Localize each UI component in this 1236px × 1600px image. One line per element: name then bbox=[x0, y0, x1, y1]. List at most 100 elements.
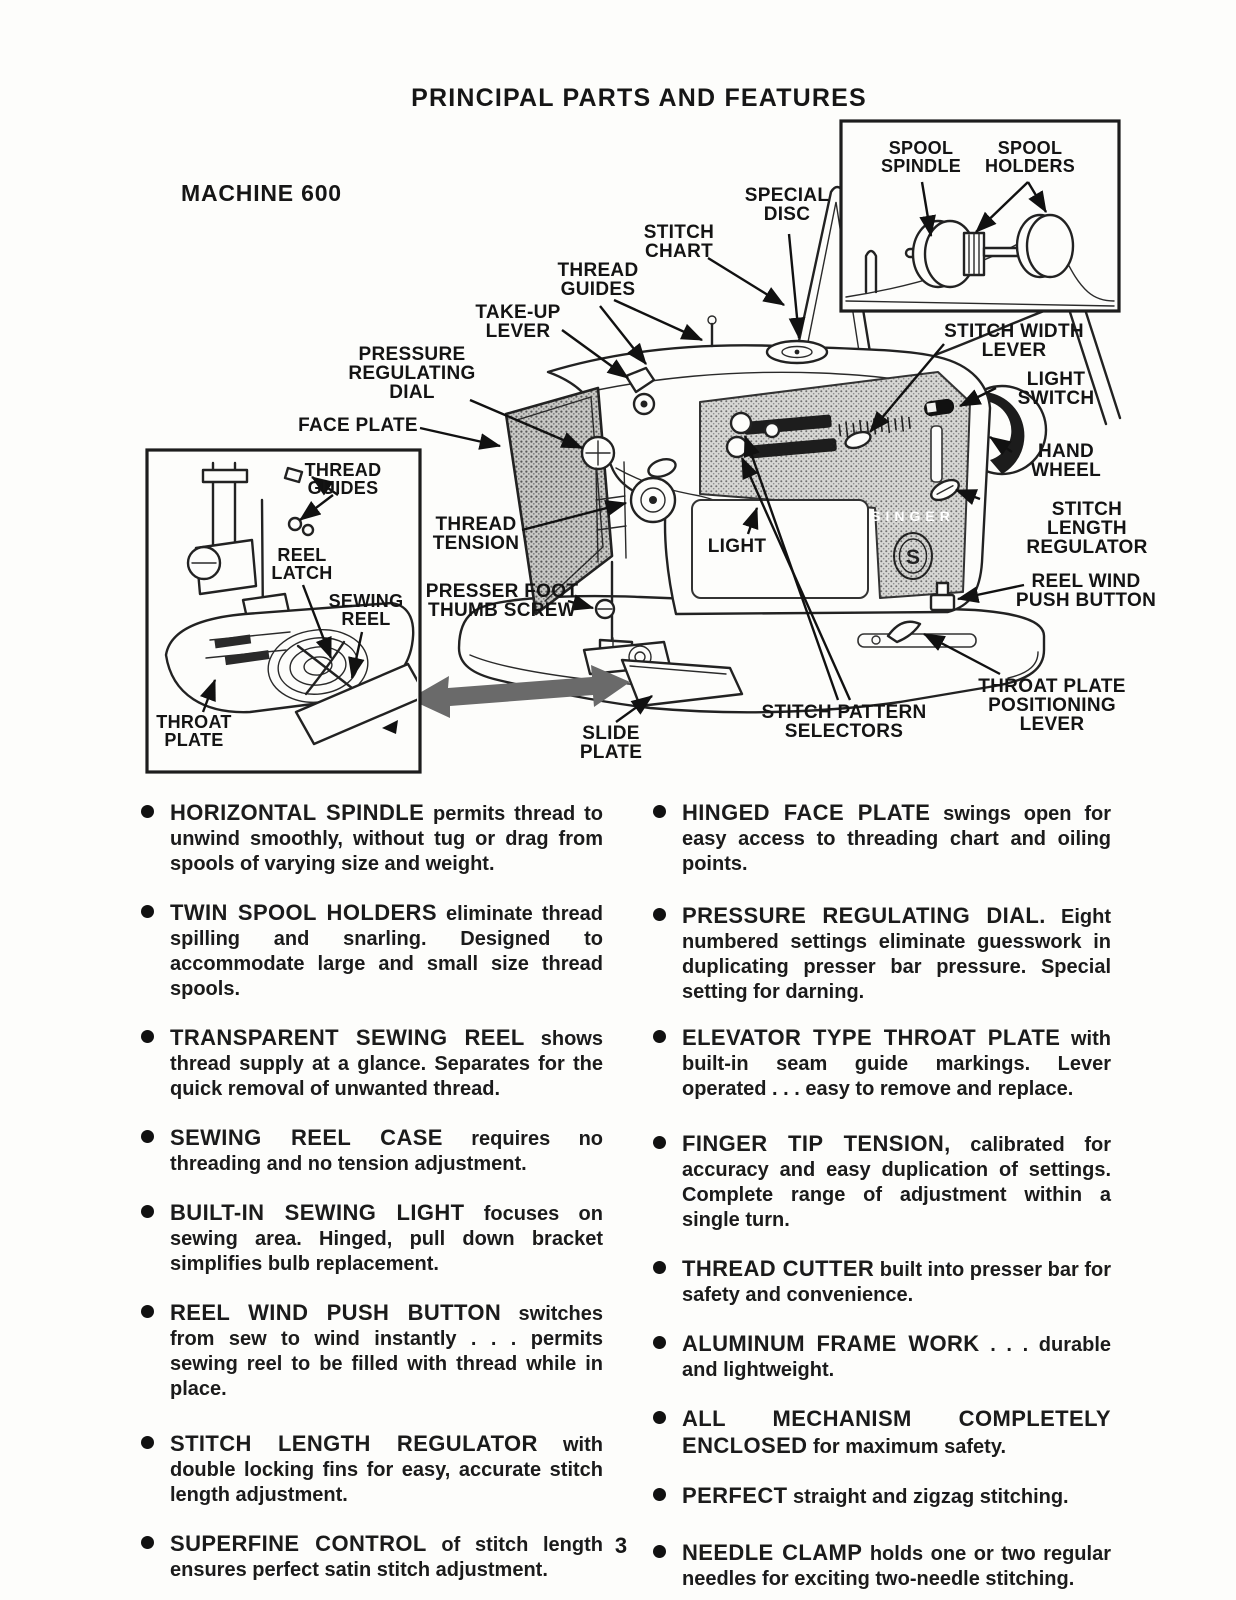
feature-item: NEEDLE CLAMP holds one or two regular ne… bbox=[653, 1540, 1111, 1592]
machine-diagram: SINGER S bbox=[145, 119, 1122, 774]
take-up-lever-part bbox=[624, 366, 656, 416]
feature-lead: ALUMINUM FRAME WORK bbox=[682, 1331, 980, 1356]
feature-item: ALUMINUM FRAME WORK . . . durable and li… bbox=[653, 1331, 1111, 1383]
feature-item: TWIN SPOOL HOLDERS eliminate thread spil… bbox=[141, 900, 603, 1002]
stitch-length-regulator-part bbox=[930, 478, 960, 502]
label-stitch-width-lever: STITCH WIDTH LEVER bbox=[944, 321, 1084, 361]
label-take-up-lever: TAKE-UP LEVER bbox=[475, 302, 561, 342]
feature-lead: REEL WIND PUSH BUTTON bbox=[170, 1300, 502, 1325]
feature-lead: BUILT-IN SEWING LIGHT bbox=[170, 1200, 465, 1225]
feature-item: HORIZONTAL SPINDLE permits thread to unw… bbox=[141, 800, 603, 877]
feature-text: straight and zigzag stitching. bbox=[793, 1486, 1069, 1508]
bullet-icon bbox=[653, 1136, 666, 1149]
bullet-icon bbox=[141, 1305, 154, 1318]
lid-support-rods bbox=[1066, 298, 1122, 426]
feature-lead: STITCH LENGTH REGULATOR bbox=[170, 1431, 538, 1456]
feature-item: PERFECT straight and zigzag stitching. bbox=[653, 1483, 1111, 1510]
feature-text: permits thread to unwind smoothly, witho… bbox=[170, 803, 604, 875]
label-pressure-regulating-dial: PRESSURE REGULATING DIAL bbox=[348, 344, 476, 403]
presser-bar-part bbox=[186, 461, 315, 653]
label-thread-guides-top: THREAD GUIDES bbox=[557, 260, 639, 300]
feature-text: . . . durable and lightweight. bbox=[682, 1334, 1111, 1381]
selector-knob-lower bbox=[725, 435, 749, 459]
feature-lead: PERFECT bbox=[682, 1483, 788, 1508]
page-number: 3 bbox=[614, 1533, 628, 1558]
feature-lead: SUPERFINE CONTROL bbox=[170, 1531, 427, 1556]
feature-text: shows thread supply at a glance. Separat… bbox=[170, 1028, 603, 1100]
label-face-plate: FACE PLATE bbox=[298, 415, 418, 436]
feature-lead: HORIZONTAL SPINDLE bbox=[170, 800, 425, 825]
label-stitch-chart: STITCH CHART bbox=[643, 222, 715, 262]
label-light: LIGHT bbox=[707, 536, 767, 557]
label-throat-plate-positioning-lever: THROAT PLATE POSITIONING LEVER bbox=[978, 676, 1126, 735]
features-right-column: HINGED FACE PLATE swings open for easy a… bbox=[653, 800, 1111, 1600]
feature-lead: PRESSURE REGULATING DIAL. bbox=[682, 903, 1046, 928]
feature-lead: ELEVATOR TYPE THROAT PLATE bbox=[682, 1025, 1061, 1050]
feature-item: BUILT-IN SEWING LIGHT focuses on sewing … bbox=[141, 1200, 603, 1277]
slide-direction-arrow bbox=[409, 665, 630, 718]
head-inset bbox=[145, 448, 422, 774]
feature-text: Eight numbered settings eliminate guessw… bbox=[682, 906, 1111, 1003]
label-inset-throat-plate: THROAT PLATE bbox=[156, 712, 232, 750]
label-inset-thread-guides: THREAD GUIDES bbox=[304, 460, 382, 498]
thread-guides-part bbox=[707, 315, 717, 348]
feature-lead: HINGED FACE PLATE bbox=[682, 800, 931, 825]
feature-text: calibrated for accuracy and easy duplica… bbox=[682, 1134, 1111, 1231]
feature-text: focuses on sewing area. Hinged, pull dow… bbox=[170, 1203, 603, 1275]
bullet-icon bbox=[141, 1436, 154, 1449]
thread-tension-part bbox=[629, 458, 677, 524]
feature-item: HINGED FACE PLATE swings open for easy a… bbox=[653, 800, 1111, 877]
reel-latch-part bbox=[296, 640, 354, 696]
bullet-icon bbox=[653, 805, 666, 818]
bullet-icon bbox=[653, 1411, 666, 1424]
bullet-icon bbox=[653, 1030, 666, 1043]
bullet-icon bbox=[653, 1488, 666, 1501]
throat-plate-lever-part bbox=[886, 620, 922, 644]
spool-pin-part bbox=[864, 249, 878, 294]
feature-item: THREAD CUTTER built into presser bar for… bbox=[653, 1256, 1111, 1308]
feature-item: SUPERFINE CONTROL of stitch length ensur… bbox=[141, 1531, 603, 1583]
bullet-icon bbox=[141, 1205, 154, 1218]
label-stitch-length-regulator: STITCH LENGTH REGULATOR bbox=[1026, 499, 1148, 558]
feature-text: swings open for easy access to threading… bbox=[682, 803, 1111, 875]
label-inset-reel-latch: REEL LATCH bbox=[271, 545, 333, 583]
feature-lead: TWIN SPOOL HOLDERS bbox=[170, 900, 437, 925]
label-special-disc: SPECIAL DISC bbox=[744, 185, 830, 225]
spool-holders-part bbox=[904, 213, 1075, 289]
selector-knob-small bbox=[763, 421, 781, 439]
brand-medallion: S bbox=[893, 532, 933, 580]
page-title: PRINCIPAL PARTS AND FEATURES bbox=[411, 84, 867, 112]
light-switch-part bbox=[924, 398, 955, 417]
stitch-length-slot bbox=[930, 425, 943, 483]
label-presser-foot-thumb-screw: PRESSER FOOT THUMB SCREW bbox=[425, 581, 579, 621]
bullet-icon bbox=[141, 1130, 154, 1143]
feature-lead: SEWING REEL CASE bbox=[170, 1125, 443, 1150]
label-light-switch: LIGHT SWITCH bbox=[1017, 369, 1095, 409]
label-inset-sewing-reel: SEWING REEL bbox=[328, 591, 404, 629]
feature-lead: NEEDLE CLAMP bbox=[682, 1540, 863, 1565]
callout-arrows bbox=[419, 233, 1025, 723]
control-panel: SINGER S bbox=[691, 371, 971, 599]
bullet-icon bbox=[653, 1261, 666, 1274]
bullet-icon bbox=[141, 1536, 154, 1549]
feature-item: FINGER TIP TENSION, calibrated for accur… bbox=[653, 1131, 1111, 1233]
feature-item: TRANSPARENT SEWING REEL shows thread sup… bbox=[141, 1025, 603, 1102]
feature-text: switches from sew to wind instantly . . … bbox=[170, 1303, 604, 1400]
inset-slide-plate-part bbox=[294, 662, 417, 746]
feature-text: holds one or two regular needles for exc… bbox=[682, 1543, 1111, 1590]
feature-text: requires no threading and no tension adj… bbox=[170, 1128, 603, 1175]
feature-lead: ALL MECHANISM COMPLETELY ENCLOSED bbox=[682, 1406, 1111, 1458]
feature-text: with double locking fins for easy, accur… bbox=[170, 1434, 603, 1506]
feature-text: eliminate thread spilling and snarling. … bbox=[170, 903, 603, 1000]
feature-item: PRESSURE REGULATING DIAL. Eight numbered… bbox=[653, 903, 1111, 1005]
feature-item: ALL MECHANISM COMPLETELY ENCLOSED for ma… bbox=[653, 1406, 1111, 1460]
face-plate-part bbox=[504, 386, 616, 616]
machine-model-label: MACHINE 600 bbox=[181, 180, 342, 206]
panel-window bbox=[691, 499, 869, 599]
feature-text: built into presser bar for safety and co… bbox=[682, 1259, 1111, 1306]
spool-inset bbox=[839, 119, 1121, 313]
features-left-column: HORIZONTAL SPINDLE permits thread to unw… bbox=[141, 800, 603, 1600]
label-thread-tension: THREAD TENSION bbox=[432, 514, 520, 554]
feature-lead: THREAD CUTTER bbox=[682, 1256, 875, 1281]
bullet-icon bbox=[653, 1545, 666, 1558]
